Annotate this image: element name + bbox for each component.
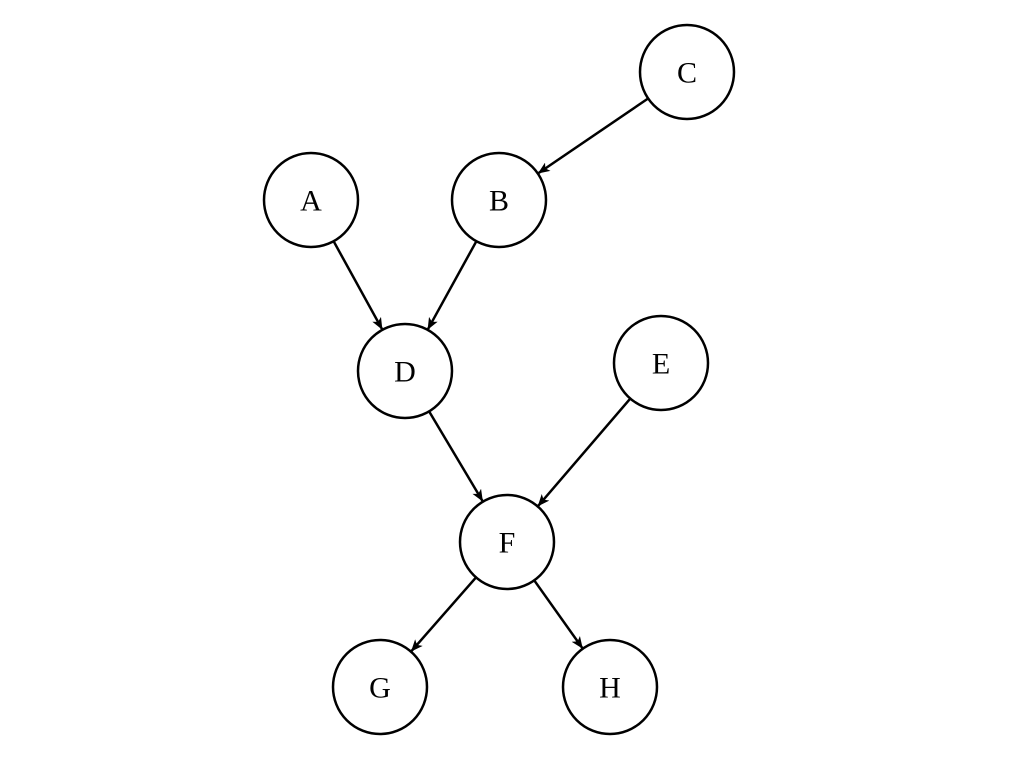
node-label: A	[300, 185, 322, 218]
edges-layer	[332, 97, 649, 653]
node-circle	[561, 638, 659, 736]
node-label: F	[499, 527, 516, 560]
edge-c-to-b	[537, 97, 649, 175]
node-circle	[356, 322, 454, 420]
node-circle	[262, 151, 360, 249]
node-circle	[450, 151, 548, 249]
node-label: H	[599, 672, 621, 705]
node-g: G	[331, 638, 429, 736]
node-label: D	[394, 356, 416, 389]
node-label: G	[369, 672, 391, 705]
edge-f-to-g	[410, 576, 477, 653]
node-e: E	[612, 314, 710, 412]
edge-e-to-f	[536, 397, 632, 508]
edge-a-to-d	[332, 240, 384, 331]
node-label: B	[489, 185, 509, 218]
node-circle	[331, 638, 429, 736]
node-c: C	[638, 23, 736, 121]
node-circle	[612, 314, 710, 412]
edge-b-to-d	[426, 240, 478, 331]
node-b: B	[450, 151, 548, 249]
edge-d-to-f	[428, 410, 484, 503]
node-label: E	[652, 348, 670, 381]
node-a: A	[262, 151, 360, 249]
nodes-layer: A B C D E F G H	[262, 23, 736, 736]
node-h: H	[561, 638, 659, 736]
node-circle	[458, 493, 556, 591]
node-label: C	[677, 57, 697, 90]
edge-f-to-h	[533, 579, 584, 650]
node-circle	[638, 23, 736, 121]
node-f: F	[458, 493, 556, 591]
node-d: D	[356, 322, 454, 420]
